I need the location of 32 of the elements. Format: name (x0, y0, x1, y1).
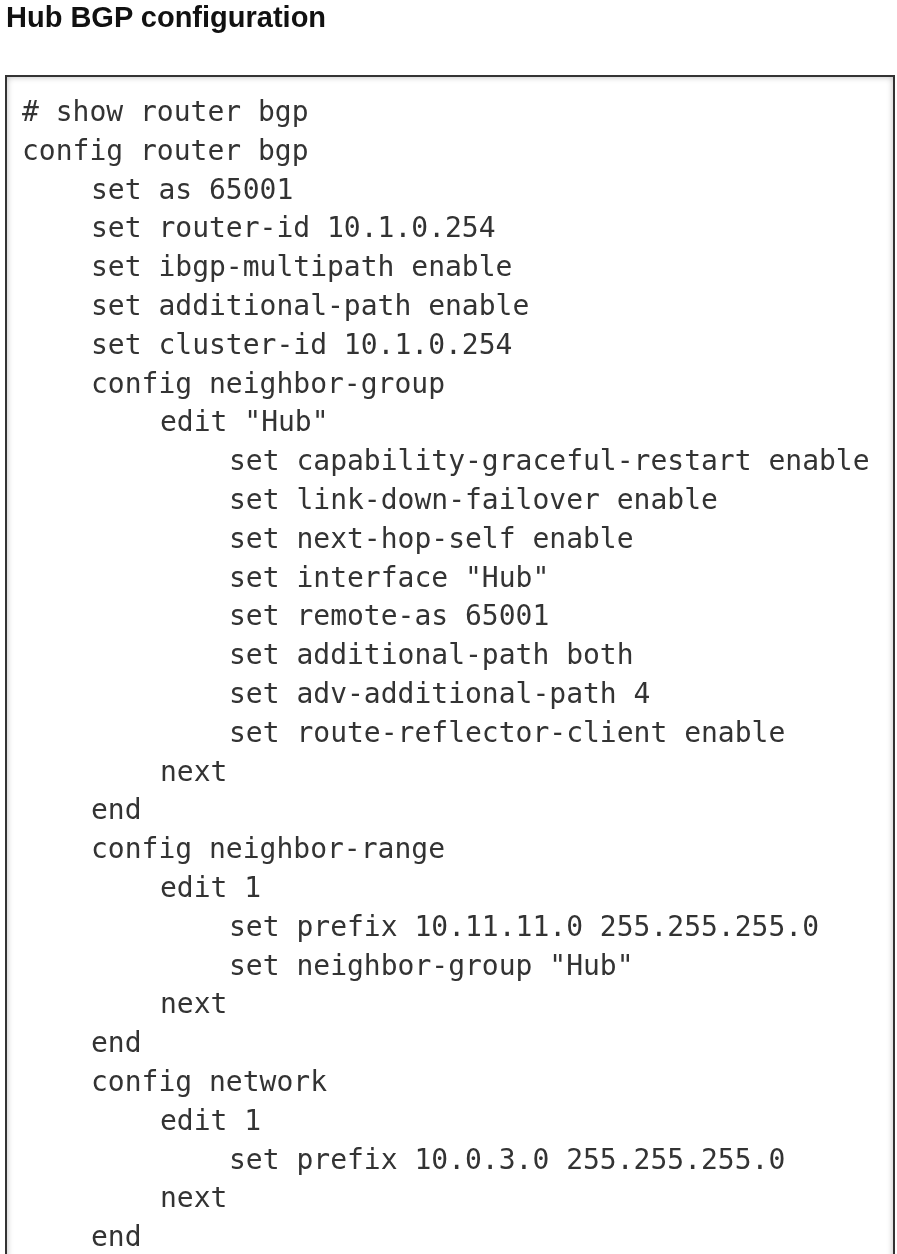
code-line: set prefix 10.11.11.0 255.255.255.0 (229, 909, 819, 944)
code-line: config neighbor-range (91, 832, 445, 867)
code-line: end (91, 1220, 142, 1254)
code-line: set ibgp-multipath enable (91, 250, 513, 285)
code-line: edit 1 (160, 1103, 262, 1138)
code-line: next (160, 987, 228, 1022)
code-line: config network (91, 1065, 327, 1099)
code-line: # show router bgp (22, 95, 309, 129)
code-line: set cluster-id 10.1.0.254 (91, 327, 513, 362)
code-line: next (160, 754, 228, 789)
code-line: set prefix 10.0.3.0 255.255.255.0 (229, 1142, 786, 1177)
code-line: end (91, 793, 142, 828)
code-line: edit "Hub" (160, 405, 329, 440)
code-line: set additional-path enable (91, 289, 530, 323)
code-line: next (160, 1181, 228, 1216)
code-line: set interface "Hub" (229, 560, 550, 595)
code-line: config router bgp (22, 133, 309, 168)
code-line: set remote-as 65001 (229, 599, 550, 634)
code-line: set link-down-failover enable (229, 483, 718, 517)
code-line: set neighbor-group "Hub" (229, 948, 634, 983)
code-line: set router-id 10.1.0.254 (91, 211, 496, 246)
code-line: set capability-graceful-restart enable (229, 444, 870, 479)
code-panel (5, 75, 895, 1254)
code-line: edit 1 (160, 871, 262, 905)
code-line: set as 65001 (91, 172, 294, 207)
code-line: set route-reflector-client enable (229, 715, 786, 750)
code-line: config neighbor-group (91, 366, 445, 401)
code-line: set adv-additional-path 4 (229, 677, 651, 711)
code-line: set next-hop-self enable (229, 521, 634, 556)
code-line: set additional-path both (229, 638, 634, 673)
heading: Hub BGP configuration (6, 0, 327, 34)
code-line: end (91, 1026, 142, 1061)
